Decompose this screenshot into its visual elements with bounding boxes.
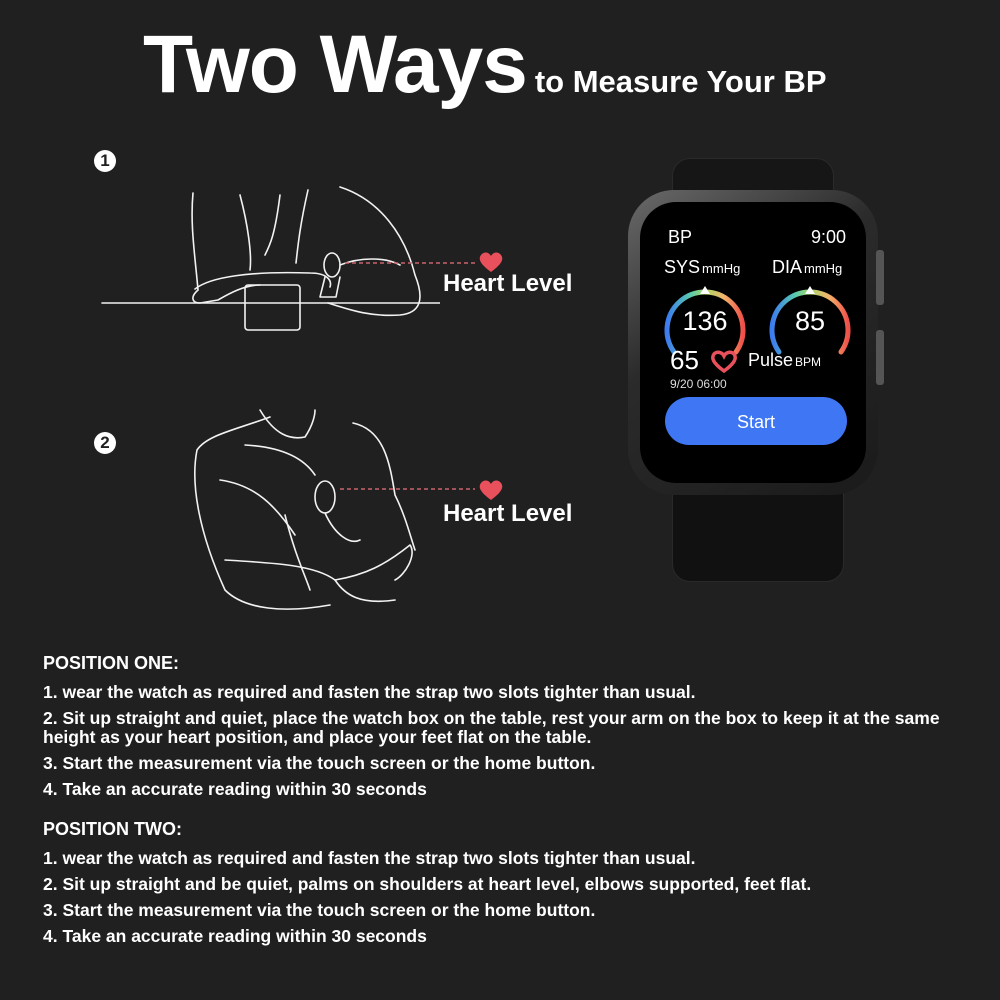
sys-label-text: SYS	[664, 257, 701, 277]
step: 3. Start the measurement via the touch s…	[43, 753, 596, 773]
sys-value: 136	[682, 306, 728, 336]
position-one-section: POSITION ONE: 1. wear the watch as requi…	[43, 654, 983, 799]
dia-value: 85	[794, 306, 826, 336]
pulse-unit: BPM	[795, 355, 822, 369]
step: 4. Take an accurate reading within 30 se…	[43, 779, 427, 799]
sys-unit: mmHg	[702, 261, 741, 276]
instructions: POSITION ONE: 1. wear the watch as requi…	[43, 654, 983, 953]
dia-unit: mmHg	[804, 261, 843, 276]
position-two-heading: POSITION TWO:	[43, 819, 182, 839]
position-two-badge: 2	[94, 432, 116, 454]
indicator-arrow-icon	[700, 286, 710, 294]
dia-gauge: 85	[765, 280, 855, 360]
step: 1. wear the watch as required and fasten…	[43, 848, 696, 868]
pulse-value: 65	[670, 345, 699, 375]
sys-gauge: 136	[660, 280, 750, 360]
measurement-date: 9/20 06:00	[670, 377, 727, 391]
indicator-arrow-icon	[805, 286, 815, 294]
palm-on-shoulder-illustration	[194, 409, 416, 610]
heart-level-guide-line	[345, 262, 475, 264]
heart-level-label-two: Heart Level	[443, 500, 573, 527]
heart-icon	[479, 480, 503, 500]
position-one-heading: POSITION ONE:	[43, 653, 180, 673]
screen-time: 9:00	[810, 227, 846, 247]
position-one-badge: 1	[94, 150, 116, 172]
step: 4. Take an accurate reading within 30 se…	[43, 926, 427, 946]
pulse-label-text: Pulse	[748, 350, 794, 370]
step: 2. Sit up straight and be quiet, palms o…	[43, 874, 812, 894]
screen-title: BP	[668, 227, 693, 247]
crown-button[interactable]	[876, 250, 884, 305]
step: 2. Sit up straight and quiet, place the …	[43, 708, 940, 747]
start-button[interactable]: Start	[665, 397, 847, 445]
step: 1. wear the watch as required and fasten…	[43, 682, 696, 702]
seated-arm-illustration	[101, 186, 440, 331]
heart-level-guide-line	[340, 488, 475, 490]
heart-level-label-one: Heart Level	[443, 270, 573, 297]
heart-pulse-icon	[711, 350, 737, 374]
title-sub: to Measure Your BP	[534, 64, 827, 99]
title-main: Two Ways	[143, 19, 528, 110]
step: 3. Start the measurement via the touch s…	[43, 900, 596, 920]
heart-icon	[479, 252, 503, 272]
position-two-section: POSITION TWO: 1. wear the watch as requi…	[43, 820, 983, 946]
dia-label-text: DIA	[772, 257, 803, 277]
side-button[interactable]	[876, 330, 884, 385]
strap-bottom	[672, 485, 844, 582]
